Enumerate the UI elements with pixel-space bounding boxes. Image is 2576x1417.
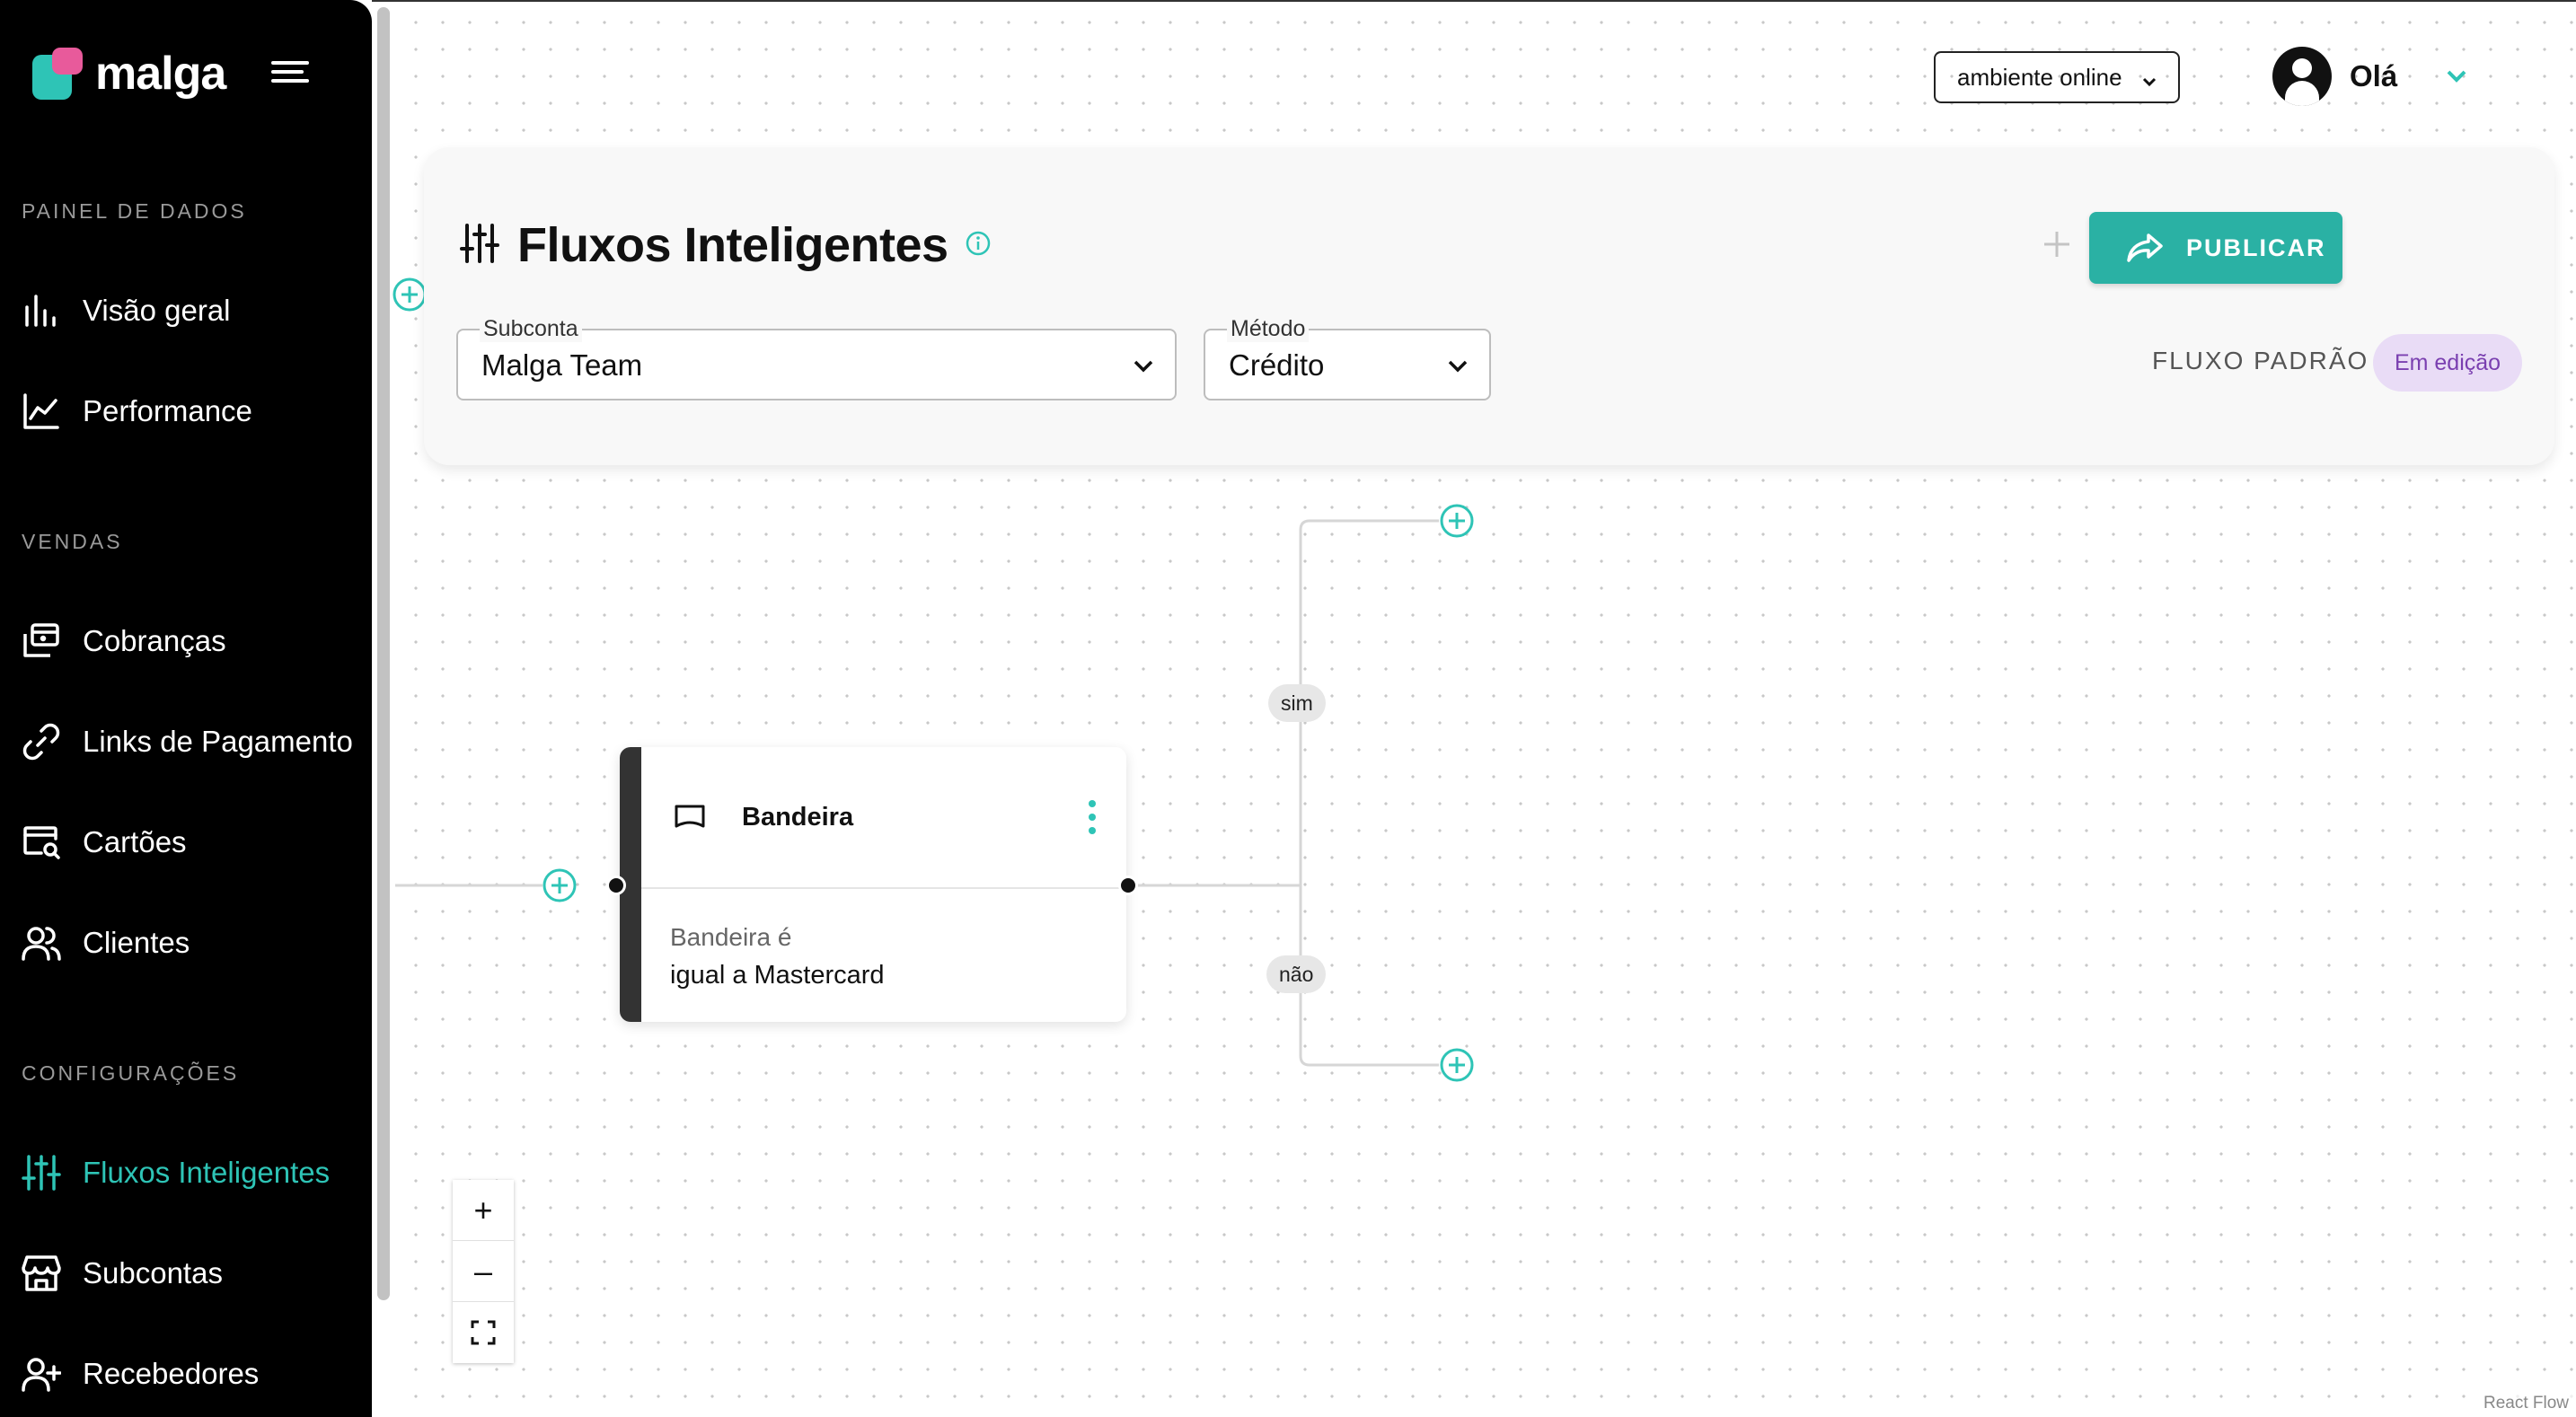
subconta-label: Subconta — [480, 316, 582, 342]
sidebar-item-label: Cobranças — [83, 624, 226, 657]
user-greeting: Olá — [2350, 59, 2398, 92]
publish-label: PUBLICAR — [2186, 233, 2326, 261]
add-node-before-plus-icon[interactable] — [542, 867, 578, 903]
sidebar-item-recebedores[interactable]: Recebedores — [22, 1347, 372, 1401]
sidebar-item-label: Visão geral — [83, 294, 231, 327]
flow-type-label: FLUXO PADRÃO — [2152, 347, 2369, 374]
chevron-down-icon — [1446, 356, 1469, 380]
share-icon — [2127, 233, 2163, 262]
charges-icon — [23, 623, 59, 657]
section-title-painel: PAINEL DE DADOS — [22, 199, 247, 223]
metodo-value: Crédito — [1229, 348, 1325, 382]
sidebar-item-cartoes[interactable]: Cartões — [22, 815, 372, 869]
avatar-icon — [2272, 47, 2332, 106]
publish-button[interactable]: PUBLICAR — [2089, 212, 2342, 284]
node-title: Bandeira — [742, 803, 854, 832]
sidebar-item-visao-geral[interactable]: Visão geral — [22, 284, 372, 338]
subconta-value: Malga Team — [481, 348, 643, 382]
zoom-out-button[interactable]: – — [453, 1241, 514, 1302]
edge-label-yes: sim — [1268, 684, 1326, 722]
link-icon — [22, 723, 60, 761]
sidebar-item-label: Clientes — [83, 926, 190, 959]
users-icon — [22, 927, 61, 961]
sidebar-item-subcontas[interactable]: Subcontas — [22, 1246, 372, 1300]
sidebar-item-cobrancas[interactable]: Cobranças — [22, 614, 372, 668]
add-node-yes-plus-icon[interactable] — [1439, 503, 1475, 539]
zoom-in-button[interactable]: + — [453, 1180, 514, 1241]
sliders-icon — [460, 222, 499, 269]
node-output-handle[interactable] — [1118, 876, 1138, 895]
sidebar-item-links-pagamento[interactable]: Links de Pagamento — [22, 715, 372, 769]
line-chart-icon — [23, 393, 59, 429]
sidebar-item-label: Cartões — [83, 825, 187, 858]
logo[interactable]: malga — [32, 47, 226, 101]
add-node-no-plus-icon[interactable] — [1439, 1047, 1475, 1083]
bar-chart-icon — [25, 295, 56, 327]
store-icon — [22, 1255, 61, 1291]
edge-label-no: não — [1266, 955, 1327, 993]
section-title-configuracoes: CONFIGURAÇÕES — [22, 1061, 240, 1085]
react-flow-attribution[interactable]: React Flow — [2475, 1390, 2576, 1417]
sidebar-scrollbar[interactable] — [377, 7, 390, 1300]
fit-view-icon — [471, 1320, 496, 1345]
page-title: Fluxos Inteligentes — [517, 218, 948, 272]
environment-value: ambiente online — [1957, 63, 2122, 91]
add-plus-icon[interactable] — [2041, 228, 2073, 265]
node-condition-value: igual a Mastercard — [670, 961, 885, 990]
user-menu[interactable]: Olá — [2272, 47, 2397, 106]
node-condition-label: Bandeira é — [670, 923, 792, 951]
header-card: Fluxos Inteligentes PUBLICAR Subconta Ma… — [424, 147, 2554, 465]
malga-logo-icon — [32, 48, 84, 100]
top-border — [372, 0, 2576, 2]
environment-select[interactable]: ambiente online — [1934, 51, 2180, 103]
sidebar-item-clientes[interactable]: Clientes — [22, 916, 372, 970]
sidebar-item-label: Fluxos Inteligentes — [83, 1156, 331, 1189]
metodo-label: Método — [1227, 316, 1310, 342]
subconta-select[interactable]: Subconta Malga Team — [456, 316, 1177, 400]
add-node-plus-icon[interactable] — [392, 277, 428, 312]
zoom-controls: + – — [453, 1180, 514, 1363]
info-icon[interactable] — [965, 230, 992, 261]
sidebar: malga PAINEL DE DADOS Visão geral Perfor… — [0, 0, 372, 1417]
metodo-select[interactable]: Método Crédito — [1204, 316, 1491, 400]
menu-toggle-icon[interactable] — [271, 61, 309, 86]
sidebar-item-fluxos-inteligentes[interactable]: Fluxos Inteligentes — [22, 1146, 372, 1200]
sidebar-item-performance[interactable]: Performance — [22, 384, 372, 438]
node-header: Bandeira — [641, 747, 1126, 889]
user-plus-icon — [22, 1358, 61, 1392]
sidebar-item-label: Recebedores — [83, 1357, 260, 1390]
fit-view-button[interactable] — [453, 1302, 514, 1363]
sidebar-item-label: Subcontas — [83, 1256, 223, 1289]
status-badge: Em edição — [2373, 334, 2522, 392]
user-chevron-down-icon[interactable] — [2443, 65, 2470, 91]
sidebar-item-label: Performance — [83, 394, 252, 427]
chevron-down-icon — [2140, 69, 2158, 97]
node-input-handle[interactable] — [606, 876, 626, 895]
sidebar-item-label: Links de Pagamento — [83, 725, 353, 758]
flow-node-bandeira[interactable]: Bandeira Bandeira é igual a Mastercard — [620, 747, 1126, 1022]
card-search-icon — [23, 826, 60, 859]
brand-name: malga — [95, 48, 226, 100]
sliders-icon — [22, 1155, 61, 1191]
page-title-row: Fluxos Inteligentes — [460, 217, 992, 273]
section-title-vendas: VENDAS — [22, 530, 123, 553]
more-vertical-icon[interactable] — [1087, 799, 1098, 840]
chevron-down-icon — [1132, 356, 1155, 380]
flag-icon — [674, 803, 706, 834]
